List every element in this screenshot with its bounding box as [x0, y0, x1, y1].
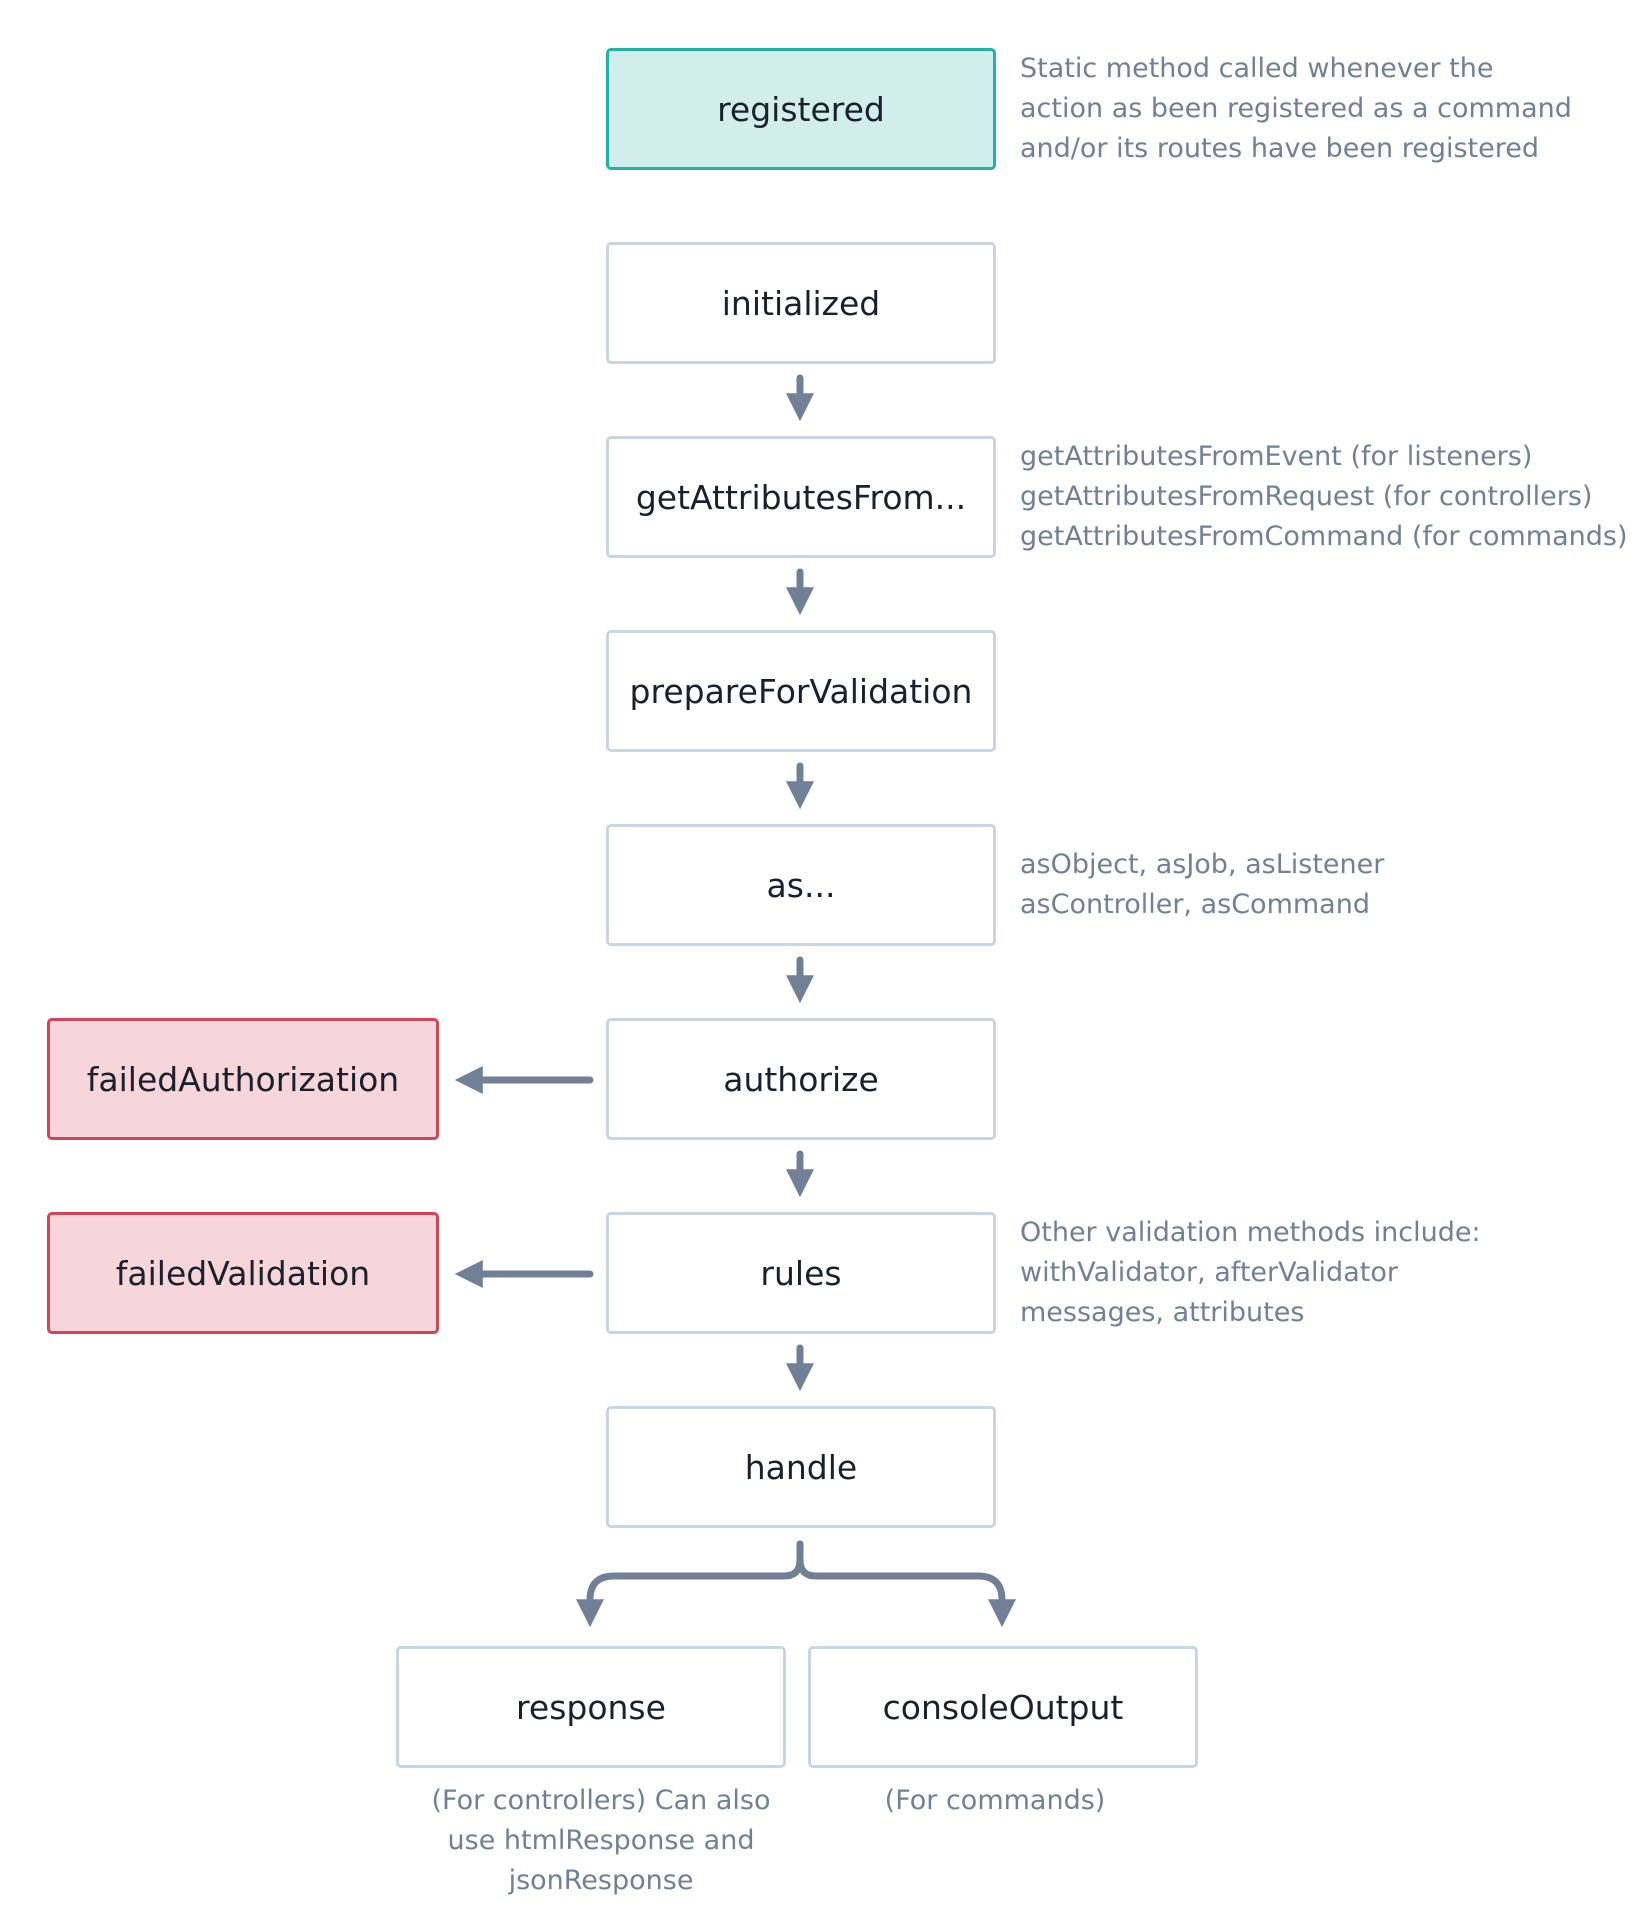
node-as: as... — [606, 824, 996, 946]
note-line: asController, asCommand — [1020, 889, 1370, 920]
note-line: (For commands) — [884, 1785, 1106, 1816]
note-line: getAttributesFromEvent (for listeners) — [1020, 441, 1533, 472]
node-authorize: authorize — [606, 1018, 996, 1140]
note-line: and/or its routes have been registered — [1020, 133, 1539, 164]
edge-handle-to-consoleoutput — [796, 1540, 1016, 1628]
node-get-attributes: getAttributesFrom... — [606, 436, 996, 558]
node-handle: handle — [606, 1406, 996, 1528]
note-line: getAttributesFromCommand (for commands) — [1020, 521, 1628, 552]
note-line: messages, attributes — [1020, 1297, 1305, 1328]
edge-handle-to-response — [576, 1540, 804, 1628]
note-line: (For controllers) Can also — [431, 1785, 771, 1816]
note-rules: Other validation methods include: withVa… — [1020, 1213, 1481, 1333]
node-registered: registered — [606, 48, 996, 170]
note-as: asObject, asJob, asListener asController… — [1020, 845, 1384, 925]
note-line: withValidator, afterValidator — [1020, 1257, 1398, 1288]
note-line: getAttributesFromRequest (for controller… — [1020, 481, 1593, 512]
note-line: use htmlResponse and — [447, 1825, 755, 1856]
node-failed-validation: failedValidation — [47, 1212, 439, 1334]
note-console-output: (For commands) — [840, 1781, 1150, 1821]
note-response: (For controllers) Can also use htmlRespo… — [391, 1781, 811, 1901]
note-line: Other validation methods include: — [1020, 1217, 1481, 1248]
note-line: jsonResponse — [508, 1865, 694, 1896]
node-failed-authorization: failedAuthorization — [47, 1018, 439, 1140]
note-get-attributes: getAttributesFromEvent (for listeners) g… — [1020, 437, 1627, 557]
node-prepare-for-validation: prepareForValidation — [606, 630, 996, 752]
note-registered: Static method called whenever the action… — [1020, 49, 1572, 169]
node-response: response — [396, 1646, 786, 1768]
note-line: action as been registered as a command — [1020, 93, 1572, 124]
node-initialized: initialized — [606, 242, 996, 364]
node-console-output: consoleOutput — [808, 1646, 1198, 1768]
note-line: Static method called whenever the — [1020, 53, 1494, 84]
note-line: asObject, asJob, asListener — [1020, 849, 1385, 880]
node-rules: rules — [606, 1212, 996, 1334]
